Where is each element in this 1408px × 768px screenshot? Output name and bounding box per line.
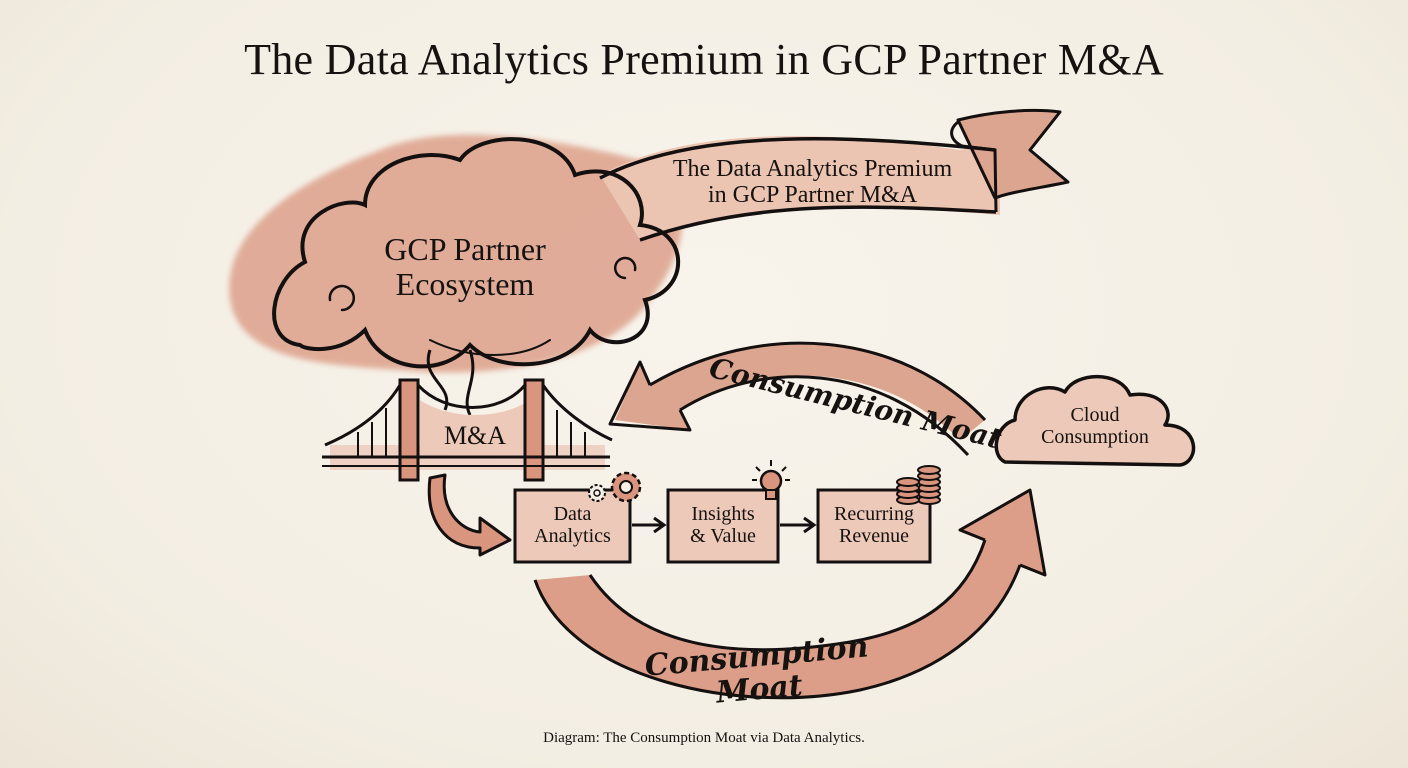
flow-box-line1: Data <box>553 503 592 525</box>
flow-box-insights-value: Insights & Value <box>668 503 778 547</box>
gears-icon <box>588 471 642 503</box>
caption: Diagram: The Consumption Moat via Data A… <box>543 730 865 746</box>
banner-text: The Data Analytics Premium in GCP Partne… <box>640 156 985 209</box>
main-cloud-outline <box>272 137 681 369</box>
flow-box-line1: Recurring <box>834 503 914 525</box>
bridge-label: M&A <box>443 421 507 450</box>
banner-ribbon <box>599 108 1070 242</box>
side-cloud-line1: Cloud <box>1070 404 1120 426</box>
flow-box-line2: Analytics <box>534 525 611 547</box>
side-cloud-outline <box>994 374 1196 467</box>
main-cloud-label: GCP Partner Ecosystem <box>355 231 575 303</box>
mna-to-analytics-arrow <box>427 473 512 557</box>
flow-box-data-analytics: Data Analytics <box>515 503 630 547</box>
bridge-icon <box>322 378 613 482</box>
side-cloud-line2: Consumption <box>1041 426 1149 448</box>
coins-icon <box>896 465 941 505</box>
banner-line1: The Data Analytics Premium <box>672 156 953 182</box>
flow-box-line1: Insights <box>691 503 755 525</box>
main-cloud-line2: Ecosystem <box>395 266 535 303</box>
banner-line2: in GCP Partner M&A <box>707 182 918 209</box>
moat-top-arrow <box>608 341 987 457</box>
flow-box-line2: & Value <box>690 525 756 547</box>
side-cloud-label: Cloud Consumption <box>1010 404 1180 448</box>
main-cloud-line1: GCP Partner <box>384 231 546 267</box>
lightbulb-icon <box>752 460 790 500</box>
flow-box-line2: Revenue <box>839 525 909 547</box>
main-cloud-wash <box>229 134 683 373</box>
page-title: The Data Analytics Premium in GCP Partne… <box>244 35 1164 84</box>
moat-bottom-arrow <box>533 488 1047 700</box>
flow-box-recurring-revenue: Recurring Revenue <box>818 503 930 547</box>
